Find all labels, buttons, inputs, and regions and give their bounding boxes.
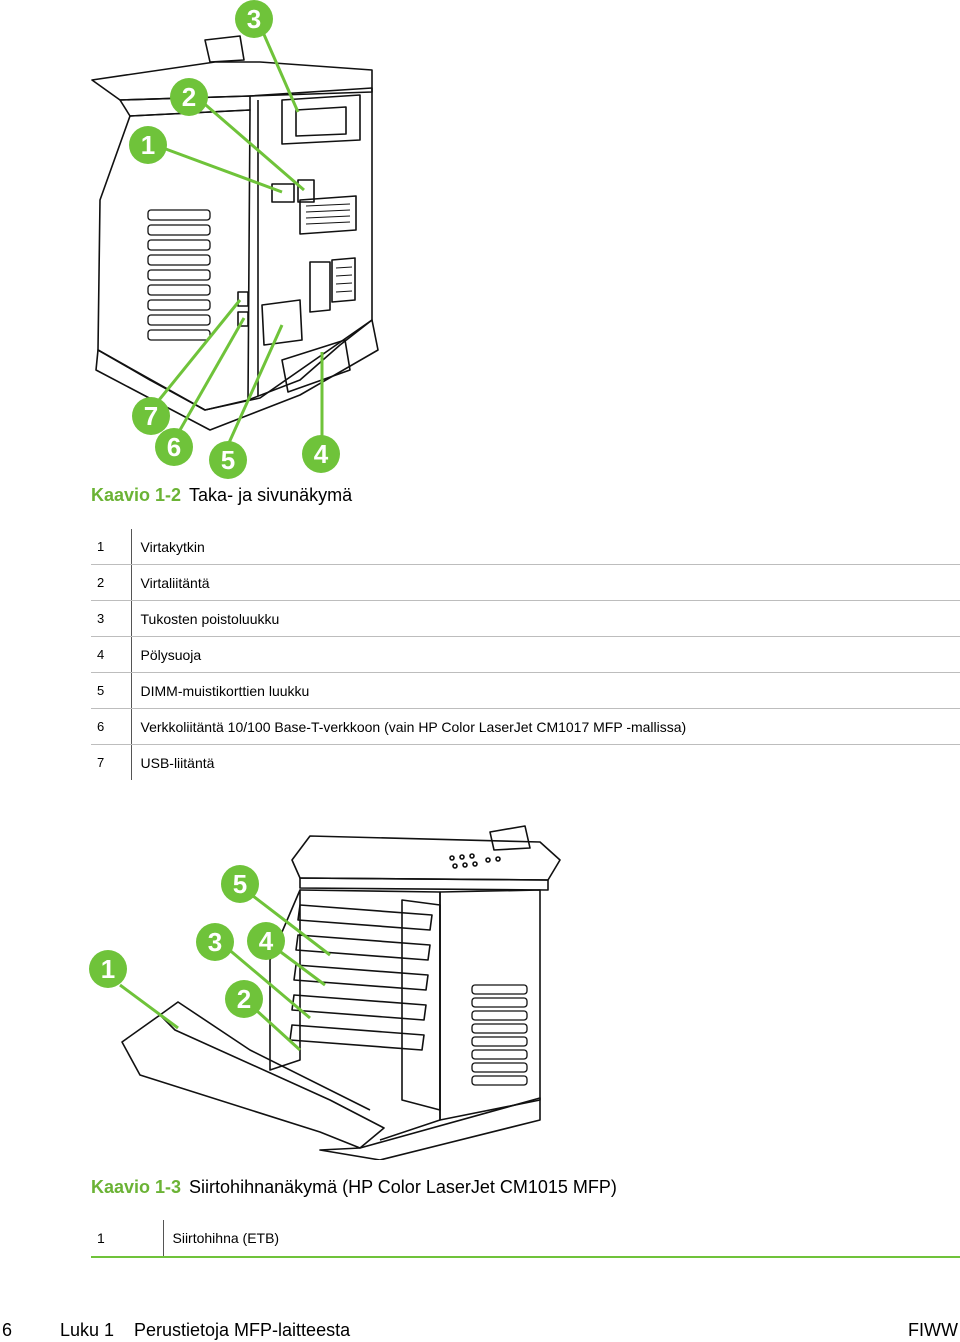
page-footer: 6 Luku 1 Perustietoja MFP-laitteesta FIW… [0,1318,960,1342]
callout-6: 6 [155,428,193,466]
legend-number: 2 [91,564,132,601]
legend-row: 7 USB-liitäntä [91,744,960,780]
legend-number: 4 [91,636,132,673]
figure-caption: Kaavio 1-3 Siirtohihnanäkymä (HP Color La… [91,1177,617,1198]
callout-7: 7 [132,397,170,435]
legend-text: USB-liitäntä [140,754,215,771]
legend-number: 3 [91,600,132,637]
legend-text: Verkkoliitäntä 10/100 Base-T-verkkoon (v… [131,708,960,745]
figure-caption: Kaavio 1-2 Taka- ja sivunäkymä [91,485,352,506]
callout-2: 2 [170,78,208,116]
legend-number: 1 [91,529,132,565]
figure-transfer-belt-view [80,820,570,1161]
caption-text: Taka- ja sivunäkymä [189,485,353,505]
legend-number: 6 [91,708,132,745]
legend-number: 5 [91,672,132,709]
legend-text: Pölysuoja [131,636,960,673]
callout-1: 1 [89,950,127,988]
printer-front-open-illustration [119,825,561,1161]
callout-4: 4 [302,435,340,473]
figure-rear-side-view [80,0,400,480]
callout-3: 3 [196,923,234,961]
callout-5: 5 [209,441,247,479]
legend-text: Virtakytkin [131,529,960,565]
caption-text: Siirtohihnanäkymä (HP Color LaserJet CM1… [189,1177,617,1197]
callout-3: 3 [235,0,273,38]
legend-text: DIMM-muistikorttien luukku [131,672,960,709]
callout-2: 2 [225,980,263,1018]
legend-table: 1 Siirtohihna (ETB) [91,1220,960,1258]
callout-1: 1 [129,126,167,164]
callout-4: 4 [247,922,285,960]
legend-number: 1 [91,1220,164,1257]
legend-row: 1 Siirtohihna (ETB) [91,1220,960,1257]
caption-number: Kaavio 1-3 [91,1177,182,1197]
chapter-title: Perustietoja MFP-laitteesta [134,1320,351,1340]
document-code: FIWW [908,1320,958,1340]
caption-number: Kaavio 1-2 [91,485,182,505]
callout-5: 5 [221,865,259,903]
chapter-label: Luku 1 [60,1320,115,1340]
legend-text: Virtaliitäntä [131,564,960,601]
page-number: 6 [2,1320,13,1340]
legend-text: Siirtohihna (ETB) [172,1230,280,1246]
legend-text: Tukosten poistoluukku [131,600,960,637]
legend-number: 7 [91,744,132,780]
printer-rear-illustration [91,29,379,446]
